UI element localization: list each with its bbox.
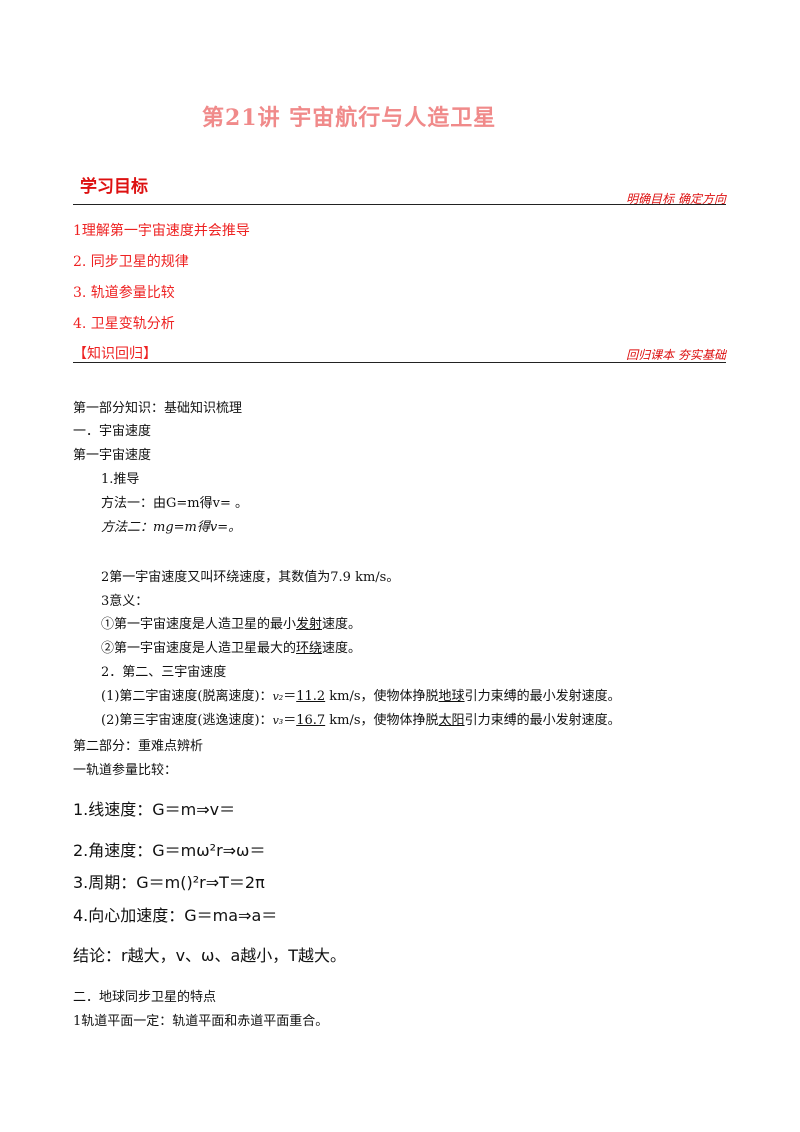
derive-label: 1.推导: [101, 472, 140, 487]
formula-acceleration: 4.向心加速度：G＝ma⇒a＝: [73, 906, 278, 925]
third-speed-line: (2)第三宇宙速度(逃逸速度)：v₃＝16.7 km/s，使物体挣脱太阳引力束缚…: [101, 713, 621, 728]
formula-angular-speed: 2.角速度：G＝mω²r⇒ω＝: [73, 841, 266, 860]
method-one: 方法一：由G=m得v= 。: [101, 496, 248, 511]
page-title: 第21讲 宇宙航行与人造卫星: [202, 105, 497, 131]
goal-item: 3. 轨道参量比较: [73, 285, 175, 301]
part2-heading: 第二部分：重难点辨析: [73, 739, 204, 754]
method-two: 方法二：mg=m得v=。: [101, 520, 242, 535]
second-third-heading: 2．第二、三宇宙速度: [101, 665, 227, 680]
first-speed-heading: 第一宇宙速度: [73, 448, 152, 463]
formula-linear-speed: 1.线速度：G＝m⇒v＝: [73, 800, 236, 819]
meaning-one: ①第一宇宙速度是人造卫星的最小发射速度。: [101, 617, 362, 632]
second-speed-line: (1)第二宇宙速度(脱离速度)：v₂＝11.2 km/s，使物体挣脱地球引力束缚…: [101, 689, 621, 704]
section1-heading: 一．宇宙速度: [73, 424, 152, 439]
sync-feature-one: 1轨道平面一定：轨道平面和赤道平面重合。: [73, 1014, 329, 1029]
goals-heading: 学习目标: [80, 177, 148, 197]
orbit-compare-heading: 一轨道参量比较：: [73, 763, 178, 778]
meaning-two: ②第一宇宙速度是人造卫星最大的环绕速度。: [101, 641, 362, 656]
review-divider: [73, 362, 726, 363]
part1-heading: 第一部分知识：基础知识梳理: [73, 401, 243, 416]
goals-divider: [73, 204, 726, 205]
section2-heading: 二．地球同步卫星的特点: [73, 990, 217, 1005]
review-heading: 【知识回归】: [73, 346, 157, 362]
goal-item: 4. 卫星变轨分析: [73, 316, 175, 332]
goal-item: 1理解第一宇宙速度并会推导: [73, 223, 250, 239]
conclusion: 结论：r越大，v、ω、a越小，T越大。: [73, 946, 347, 965]
goals-slogan: 明确目标 确定方向: [626, 192, 726, 206]
review-slogan: 回归课本 夯实基础: [626, 348, 726, 362]
goal-item: 2. 同步卫星的规律: [73, 254, 189, 270]
formula-period: 3.周期：G＝m()²r⇒T＝2π: [73, 873, 265, 892]
meaning-label: 3意义：: [101, 594, 149, 609]
first-speed-definition: 2第一宇宙速度又叫环绕速度，其数值为7.9 km/s。: [101, 570, 400, 585]
